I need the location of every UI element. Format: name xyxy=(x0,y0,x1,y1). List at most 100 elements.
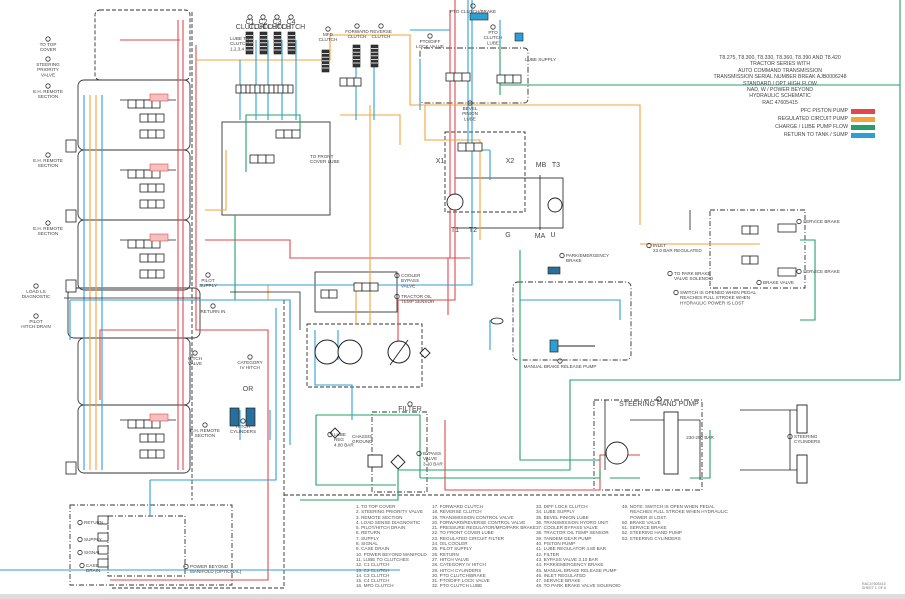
pto-lube-cylinder-icon xyxy=(514,32,524,42)
hydro-motor-icon xyxy=(547,197,563,213)
brake-valve-box xyxy=(709,209,806,289)
hydro-pump-icon xyxy=(446,193,464,211)
power-beyond-port-icon xyxy=(97,558,109,568)
label-to-park-solenoid: TO PARK BRAKE xyxy=(674,271,711,276)
label-g: G xyxy=(505,232,510,239)
power-beyond-port-icon xyxy=(97,515,109,525)
label-category-hitch: CATEGORY xyxy=(237,360,262,365)
label-switch-note: HYDRAULIC POWER IS LOST xyxy=(680,300,744,305)
callout-number-icon xyxy=(557,358,563,364)
valve-spool-icon xyxy=(155,183,165,193)
callout-number-icon xyxy=(33,283,39,289)
parts-list-item: 4. LOAD SENSE DIAGNOSTIC xyxy=(356,519,421,525)
parts-list-item: 21. PRESSURE REGULATOR/MFD/PARK BRAKE xyxy=(432,525,536,531)
callout-number-icon xyxy=(354,23,360,29)
parts-list-item: 14. C3 CLUTCH xyxy=(356,572,390,578)
label-t3: T3 xyxy=(552,162,560,169)
valve-spool-icon xyxy=(465,142,475,152)
label-park-brake: BRAKE xyxy=(566,258,582,263)
valve-spool-icon xyxy=(263,84,270,94)
label-brake-valve: BRAKE VALVE xyxy=(763,280,794,285)
label-category-hitch: IV HITCH xyxy=(240,365,260,370)
valve-spool-icon xyxy=(353,282,363,292)
label-service-brake-1: SERVICE BRAKE xyxy=(803,219,840,224)
parts-list-item: 20. FORWARD/REVERSE CONTROL VALVE xyxy=(432,519,526,525)
label-forward-clutch: CLUTCH xyxy=(348,34,367,39)
callout-number-icon xyxy=(210,303,216,309)
valve-spool-icon xyxy=(749,255,759,265)
callout-number-icon xyxy=(77,549,83,556)
valve-spool-icon xyxy=(127,419,137,429)
label-lube-to-clutch: CLUTCH xyxy=(230,41,249,46)
parts-list-item: 42. FILTER xyxy=(536,551,560,557)
callout-number-icon xyxy=(490,24,496,30)
label-eh-remote-2: E.H. REMOTE xyxy=(33,158,63,163)
parts-list-item: 15. C4 CLUTCH xyxy=(356,578,390,584)
power-beyond-inner xyxy=(107,515,186,577)
callout-number-icon xyxy=(407,401,413,407)
title-line: TRANSMISSION SERIAL NUMBER BREAK AJB0006… xyxy=(713,74,847,81)
callout-number-icon xyxy=(656,396,662,402)
parts-list-item: 18. REVERSE CLUTCH xyxy=(432,509,482,515)
valve-spool-icon xyxy=(453,72,463,82)
manual-brake-box xyxy=(512,281,632,361)
callout-number-icon xyxy=(673,289,679,296)
solenoid-icon xyxy=(149,163,169,172)
label-u: U xyxy=(550,232,555,239)
label-pto-clutch-brake: PTO CLUTCH/BRAKE xyxy=(450,9,496,14)
parts-list-item: 8. SIGNAL xyxy=(356,541,378,547)
label-inlet: 23.0 BAR REGULATED xyxy=(653,248,702,253)
label-eh-remote-4: E.H. REMOTE xyxy=(190,428,220,433)
shuttle-valve-icon xyxy=(490,317,504,325)
label-bevel-pinion: PINION xyxy=(462,111,478,116)
label-hitch-valve: VALVE xyxy=(188,361,202,366)
title-line: T8.275, T8.300, T8.330, T8.360, T8.390 A… xyxy=(719,55,841,61)
legend-entry: REGULATED CIRCUIT PUMP xyxy=(705,115,875,123)
label-x1: X1 xyxy=(436,158,445,165)
valve-spool-icon xyxy=(320,289,330,299)
label-to-park-solenoid: VALVE SOLENOID xyxy=(674,276,714,281)
steering-motor-icon xyxy=(605,441,629,465)
parts-list-item: 3. REMOTE SECTION xyxy=(356,514,403,520)
legend-swatch xyxy=(851,132,875,138)
drawing-number: RAC47605415 xyxy=(862,582,886,586)
parts-list-item: 43. BYPASS VALVE 3.10 BAR xyxy=(536,556,599,562)
solenoid-icon xyxy=(149,413,169,422)
parts-list-item: 29. HITCH CYLINDERS xyxy=(432,567,482,573)
port-block-icon xyxy=(65,461,77,475)
callout-number-icon xyxy=(192,350,198,356)
label-pto-diff-lock: PTO/DIFF xyxy=(420,39,441,44)
valve-spool-icon xyxy=(147,433,157,443)
label-chassis-ground: GROUND xyxy=(352,439,373,444)
legend-label: REGULATED CIRCUIT PUMP xyxy=(777,116,848,122)
callout-number-icon xyxy=(646,242,652,249)
parts-list-item: 25. PILOT SUPPLY xyxy=(432,546,472,552)
label-service-brake-2: SERVICE BRAKE xyxy=(803,269,840,274)
label-mfd-clutch: CLUTCH xyxy=(319,37,338,42)
legend-label: PFC PISTON PUMP xyxy=(800,108,848,114)
label-bevel-pinion: LUBE xyxy=(464,116,476,121)
valve-spool-icon xyxy=(275,129,285,139)
hitch-cylinder-icon xyxy=(229,407,240,427)
label-c2: C2 xyxy=(259,19,268,26)
valve-spool-icon xyxy=(257,154,267,164)
remote-section-2 xyxy=(77,149,191,221)
parts-list-item: 52. STEERING HAND PUMP xyxy=(622,530,682,536)
valve-spool-icon xyxy=(249,154,259,164)
callout-number-icon xyxy=(45,152,51,158)
symbols-layer xyxy=(65,12,808,568)
label-park-brake: PARK/EMERGENCY xyxy=(566,253,609,258)
label-steering-priority: PRIORITY xyxy=(37,67,59,72)
label-pilot-drain: HITCH DRAIN xyxy=(21,324,51,329)
label-hitch-cylinders: HITCH xyxy=(236,424,250,429)
callout-number-icon xyxy=(378,23,384,29)
label-filter: FILTER xyxy=(398,406,422,413)
valve-spool-icon xyxy=(339,77,348,87)
label-manual-brake-release: MANUAL BRAKE RELEASE PUMP xyxy=(524,364,597,369)
valve-spool-icon xyxy=(265,154,275,164)
label-bevel-pinion: BEVEL xyxy=(463,106,478,111)
callout-number-icon xyxy=(79,562,85,569)
label-pb-case-drain: DRAIN xyxy=(86,568,100,573)
remote-section-4 xyxy=(77,404,191,474)
